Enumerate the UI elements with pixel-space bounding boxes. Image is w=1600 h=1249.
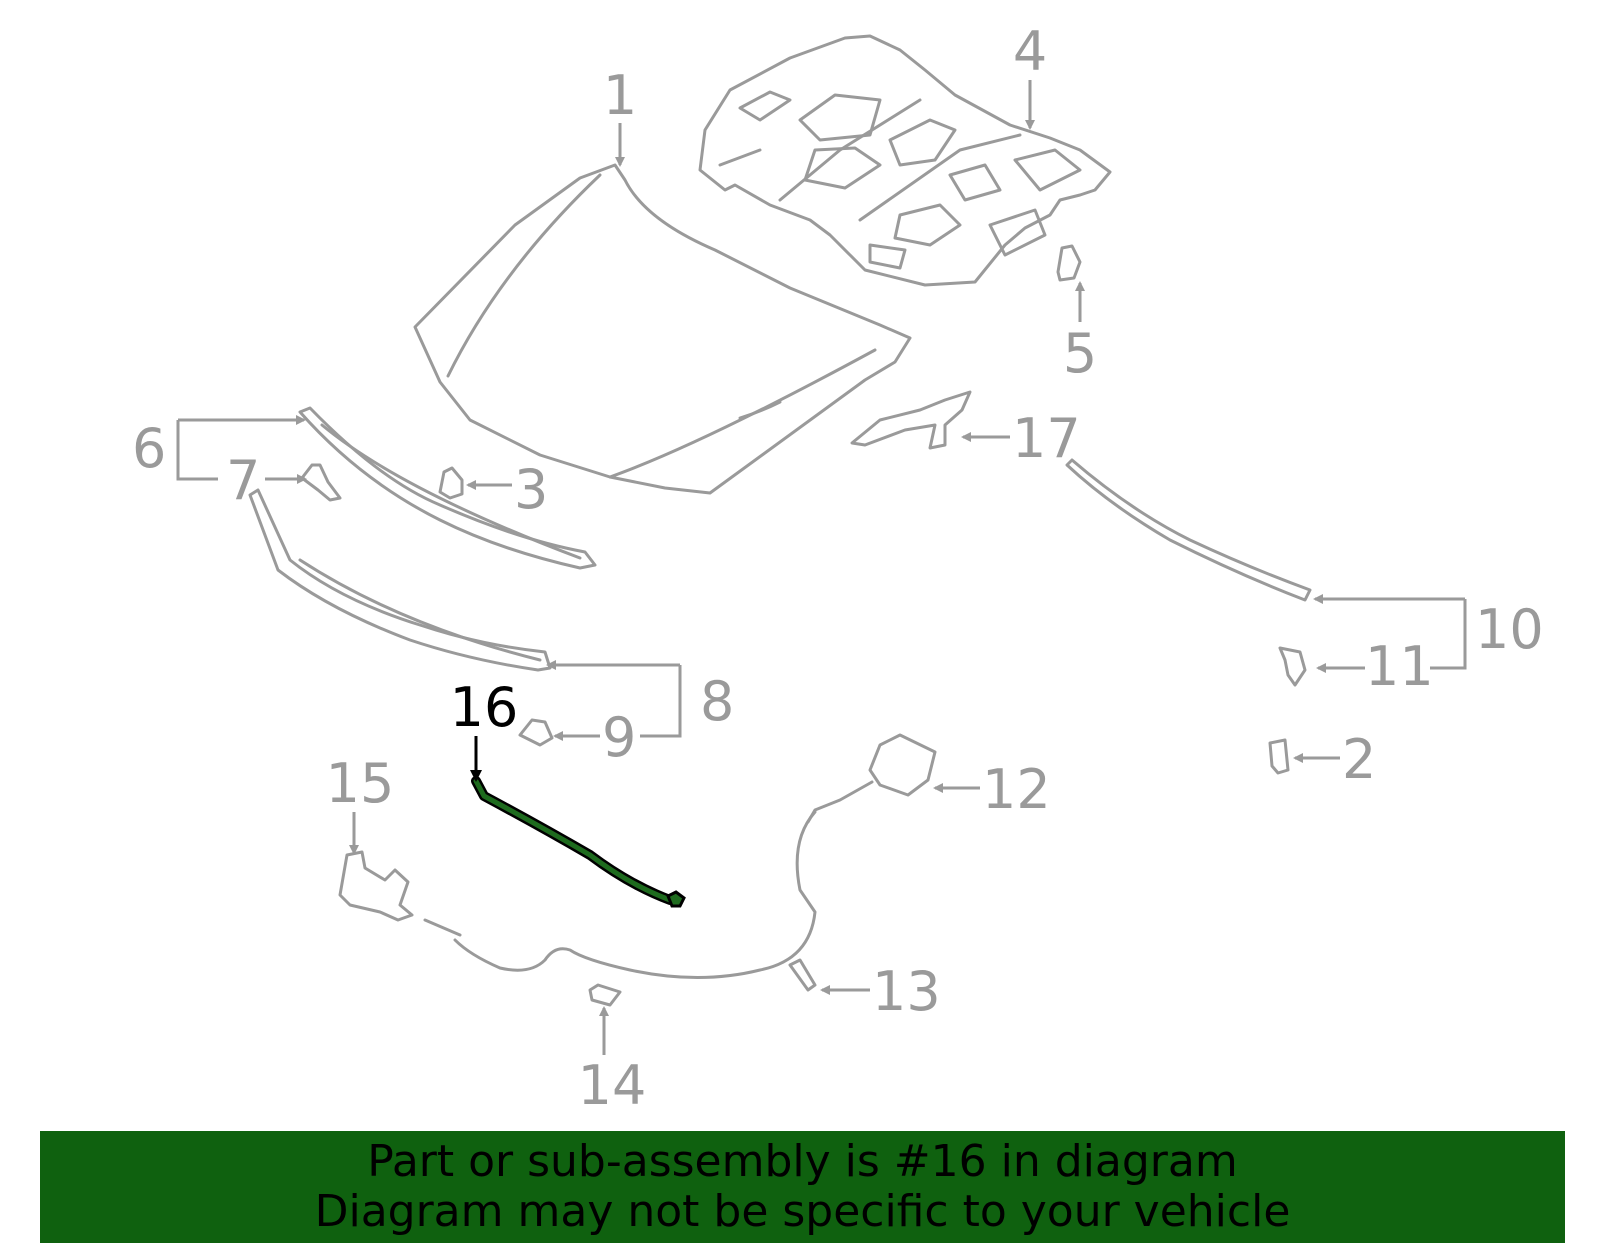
seal-strip-6 xyxy=(298,406,597,570)
clip-3 xyxy=(438,466,464,500)
callout-17: 17 xyxy=(1012,407,1081,470)
callout-10: 10 xyxy=(1475,598,1544,661)
release-cable xyxy=(453,810,817,979)
callout-1: 1 xyxy=(603,64,637,127)
release-handle-12 xyxy=(806,733,937,824)
callout-11: 11 xyxy=(1365,635,1434,698)
clip-9 xyxy=(518,718,554,747)
callout-13: 13 xyxy=(872,960,941,1023)
clip-5 xyxy=(1056,244,1082,282)
seal-strip-8 xyxy=(248,488,552,672)
banner-line-1: Part or sub-assembly is #16 in diagram xyxy=(367,1136,1238,1187)
leader-lines xyxy=(176,80,1467,1055)
hood-latch-15 xyxy=(338,850,462,937)
callout-6: 6 xyxy=(132,417,166,480)
callout-15: 15 xyxy=(326,752,395,815)
callout-14: 14 xyxy=(578,1054,647,1117)
bracket-17 xyxy=(850,390,972,450)
callout-8: 8 xyxy=(700,670,734,733)
callout-7: 7 xyxy=(226,449,260,512)
callout-5: 5 xyxy=(1063,322,1097,385)
clip-11 xyxy=(1278,646,1307,687)
support-14 xyxy=(588,983,622,1007)
bumper-2 xyxy=(1268,738,1290,775)
clip-7 xyxy=(300,463,342,502)
hood-insulator xyxy=(698,34,1112,287)
clip-13 xyxy=(788,958,817,992)
callout-3: 3 xyxy=(514,458,548,521)
callout-12: 12 xyxy=(982,758,1051,821)
info-banner: Part or sub-assembly is #16 in diagram D… xyxy=(40,1131,1565,1243)
banner-line-2: Diagram may not be specific to your vehi… xyxy=(314,1186,1291,1237)
callout-4: 4 xyxy=(1013,20,1047,83)
seal-strip-10 xyxy=(1065,458,1312,602)
hood-prop-rod-16 xyxy=(471,776,686,908)
callout-9: 9 xyxy=(602,706,636,769)
callout-16: 16 xyxy=(450,676,519,739)
callout-2: 2 xyxy=(1342,728,1376,791)
hood-panel xyxy=(413,163,912,495)
